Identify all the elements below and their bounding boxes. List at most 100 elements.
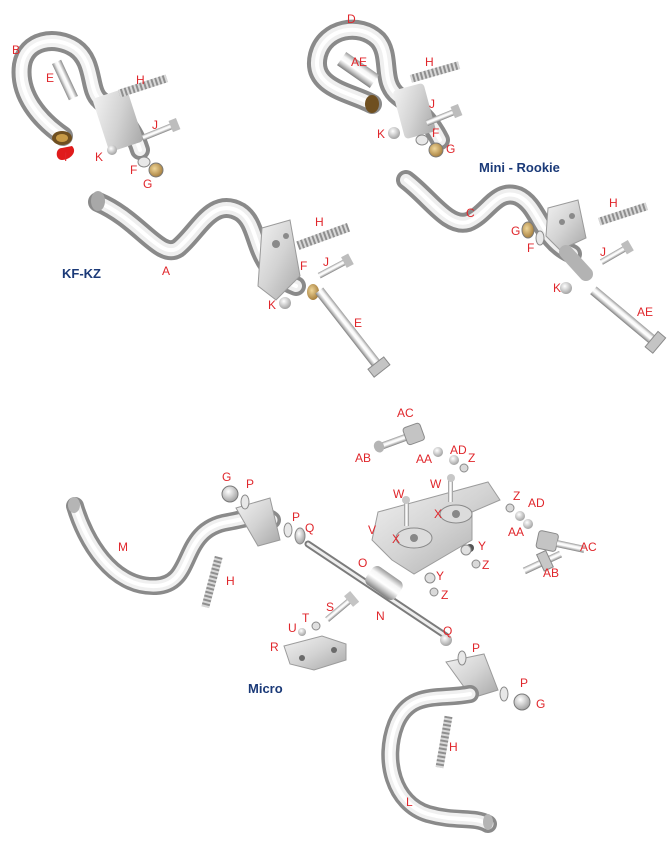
nut-g xyxy=(521,221,535,239)
label-o: O xyxy=(358,556,367,570)
label-j: J xyxy=(429,97,435,111)
rod-ab-right xyxy=(522,549,563,575)
bushing-q xyxy=(294,527,306,545)
label-j: J xyxy=(600,245,606,259)
label-h: H xyxy=(609,196,618,210)
label-v: V xyxy=(368,523,376,537)
label-f: F xyxy=(130,163,137,177)
label-ac: AC xyxy=(580,540,597,554)
washer-f xyxy=(137,156,151,168)
label-h: H xyxy=(226,574,235,588)
label-k: K xyxy=(377,127,385,141)
label-c: C xyxy=(466,206,475,220)
nut-k xyxy=(388,127,400,139)
label-k: K xyxy=(553,281,561,295)
nut-aa xyxy=(523,519,533,529)
label-ab: AB xyxy=(355,451,371,465)
label-z: Z xyxy=(482,558,489,572)
label-aa: AA xyxy=(416,452,432,466)
bushing-q xyxy=(440,634,452,646)
nut-z xyxy=(505,503,515,513)
group-micro xyxy=(66,422,586,833)
label-m: M xyxy=(118,540,128,554)
nut-g xyxy=(221,485,239,503)
label-q: Q xyxy=(443,624,452,638)
label-t: T xyxy=(302,611,310,625)
bolt-w-head xyxy=(402,496,410,504)
label-i: I xyxy=(64,150,67,164)
label-q: Q xyxy=(305,521,314,535)
label-b: B xyxy=(12,43,20,57)
washer-y xyxy=(460,544,472,556)
label-z: Z xyxy=(513,489,520,503)
pedal-d xyxy=(307,19,450,150)
label-ad: AD xyxy=(528,496,545,510)
label-u: U xyxy=(288,621,297,635)
label-p: P xyxy=(292,510,300,524)
labels-mini-rookie: D AE H J K F G Mini - Rookie H C G F J K… xyxy=(347,12,653,319)
label-w: W xyxy=(430,477,442,491)
bracket-r xyxy=(283,635,347,671)
washer-f xyxy=(535,230,545,246)
washer-t xyxy=(311,621,321,631)
spring-h xyxy=(296,223,351,250)
nut-ad xyxy=(515,511,525,521)
spring-h xyxy=(409,61,461,83)
bolt-j xyxy=(317,253,354,279)
label-p: P xyxy=(472,641,480,655)
bolt-j xyxy=(141,118,181,141)
label-g: G xyxy=(222,470,231,484)
bolt-e xyxy=(315,287,391,378)
caption-micro: Micro xyxy=(248,681,283,696)
label-x: X xyxy=(434,507,442,521)
rod-ac-right xyxy=(535,530,586,553)
pedal-m xyxy=(66,497,281,595)
label-r: R xyxy=(270,640,279,654)
label-g: G xyxy=(536,697,545,711)
tube-o xyxy=(365,566,403,600)
washer-p xyxy=(457,650,467,666)
caption-mini-rookie: Mini - Rookie xyxy=(479,160,560,175)
label-a: A xyxy=(162,264,170,278)
label-h: H xyxy=(136,73,145,87)
label-ae: AE xyxy=(351,55,367,69)
caption-kf-kz: KF-KZ xyxy=(62,266,101,281)
label-j: J xyxy=(152,118,158,132)
nut-g xyxy=(513,693,531,711)
label-f: F xyxy=(300,259,307,273)
washer-y xyxy=(424,572,436,584)
labels-micro: AC AB AA AD Z G P W W Z AD P X Q V AA X … xyxy=(118,406,597,809)
plate-v xyxy=(371,481,501,575)
label-y: Y xyxy=(478,539,486,553)
bolt-w xyxy=(448,478,453,502)
label-ac: AC xyxy=(397,406,414,420)
washer-p xyxy=(283,522,293,538)
label-l: L xyxy=(406,795,413,809)
label-g: G xyxy=(511,224,520,238)
nut-u xyxy=(298,628,306,636)
bolt-w-head xyxy=(447,474,455,482)
bolt-ae xyxy=(590,286,667,354)
pedal-l xyxy=(381,653,499,833)
label-h: H xyxy=(315,215,324,229)
nut-z xyxy=(429,587,439,597)
pedal-c xyxy=(396,170,593,281)
nut-k xyxy=(279,297,291,309)
label-f: F xyxy=(432,126,439,140)
spring-h xyxy=(435,715,453,769)
label-g: G xyxy=(446,142,455,156)
nut-k xyxy=(560,282,572,294)
red-cap-i xyxy=(56,146,75,160)
pedal-b xyxy=(11,31,150,160)
label-x: X xyxy=(392,532,400,546)
bolt-w xyxy=(404,500,409,526)
label-y: Y xyxy=(436,569,444,583)
label-s: S xyxy=(326,600,334,614)
nut-z xyxy=(471,559,481,569)
label-k: K xyxy=(268,298,276,312)
bolt-j xyxy=(425,104,463,126)
label-ab: AB xyxy=(543,566,559,580)
label-e: E xyxy=(354,316,362,330)
spring-h xyxy=(597,202,649,226)
